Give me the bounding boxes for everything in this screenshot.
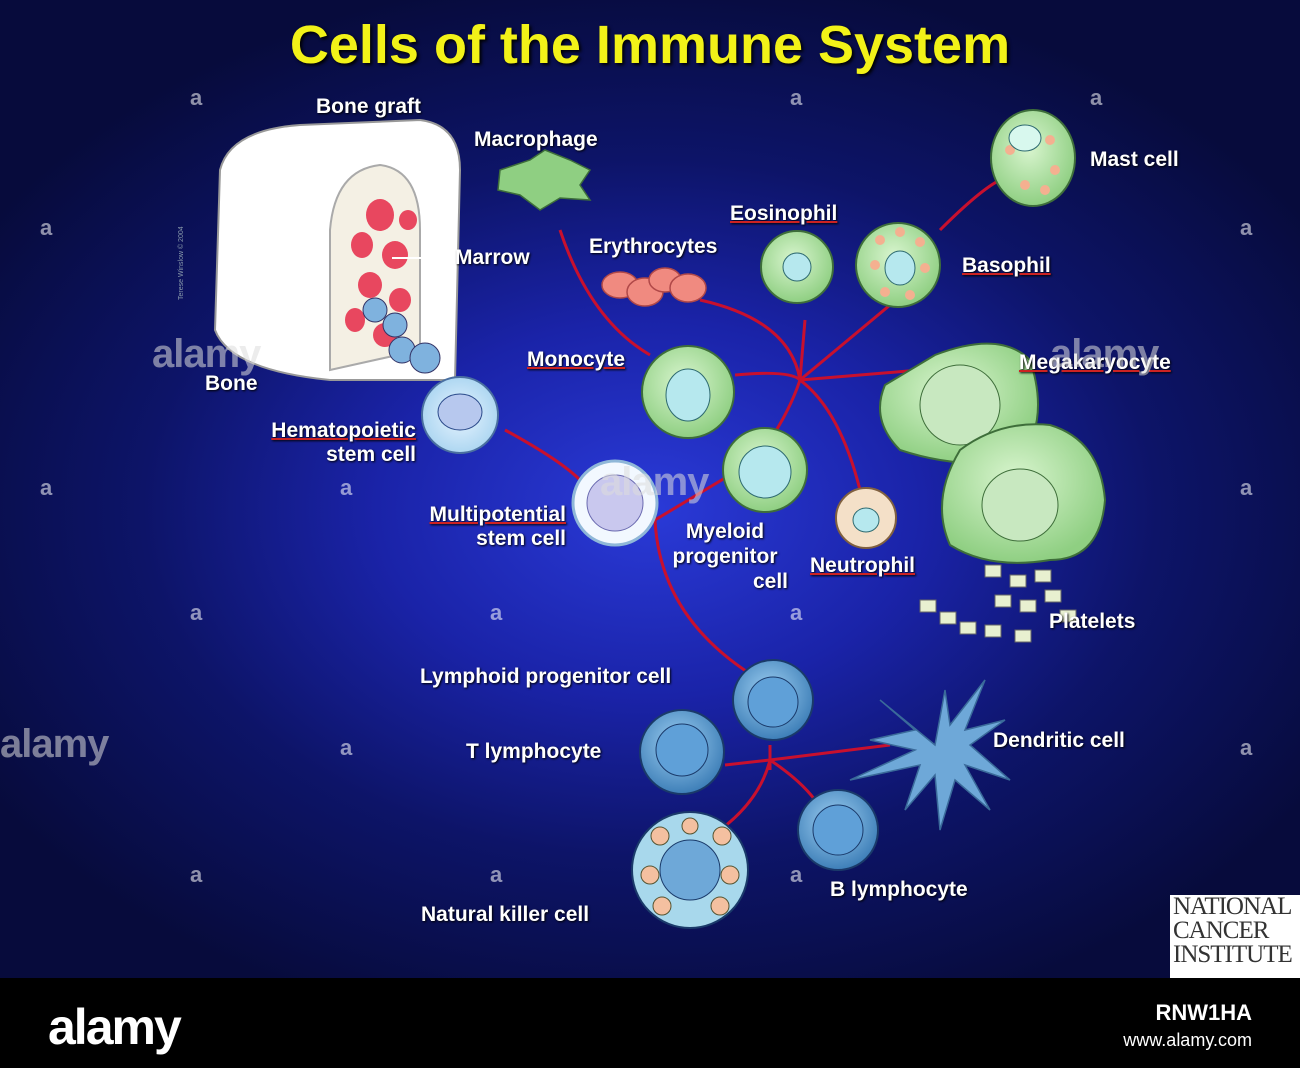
footer-bar <box>0 978 1300 1068</box>
macrophage <box>497 149 592 211</box>
watermark-a: a <box>340 735 353 760</box>
label-hematopoietic: Hematopoietic <box>271 419 416 442</box>
multipotential-stem-cell <box>571 459 659 547</box>
label-b-lymphocyte: B lymphocyte <box>830 878 968 901</box>
footer-logo: alamy <box>48 999 182 1055</box>
footer-url: www.alamy.com <box>1123 1030 1252 1050</box>
label-bone: Bone <box>205 372 258 395</box>
watermark-a: a <box>40 475 53 500</box>
nci-logo-line: NATIONAL <box>1173 893 1292 920</box>
watermark-a: a <box>1240 215 1253 240</box>
t-lymphocyte <box>639 709 725 795</box>
nci-logo-line: INSTITUTE <box>1173 941 1293 968</box>
mast-cell <box>990 109 1076 207</box>
nci-logo: NATIONAL CANCER INSTITUTE <box>1170 893 1300 978</box>
monocyte <box>641 345 735 439</box>
watermark-a: a <box>40 215 53 240</box>
label-myeloid-3: cell <box>752 570 788 593</box>
label-marrow: Marrow <box>455 246 530 269</box>
label-multipotential: Multipotential <box>429 503 566 526</box>
hematopoietic-stem-cell <box>421 376 499 454</box>
watermark-a: a <box>490 862 503 887</box>
label-myeloid: Myeloid <box>685 520 765 543</box>
erythrocytes <box>601 267 707 307</box>
watermark-a: a <box>790 862 803 887</box>
eosinophil <box>760 230 834 304</box>
watermark-a: a <box>190 862 203 887</box>
label-hematopoietic-2: stem cell <box>326 443 416 466</box>
watermark-right: alamy <box>1050 332 1159 376</box>
neutrophil <box>835 487 897 549</box>
watermark-a: a <box>340 475 353 500</box>
label-neutrophil: Neutrophil <box>810 554 915 577</box>
watermark-left: alamy <box>0 722 109 766</box>
watermark-a: a <box>1090 85 1103 110</box>
watermark-a: a <box>790 85 803 110</box>
watermark-upper: alamy <box>152 332 261 376</box>
watermark-a: a <box>1240 735 1253 760</box>
label-macrophage: Macrophage <box>474 128 598 151</box>
myeloid-progenitor-cell <box>722 427 808 513</box>
b-lymphocyte <box>797 789 879 871</box>
label-bone-graft: Bone graft <box>316 95 421 118</box>
slide-background: Cells of the Immune System Terese Winslo… <box>0 0 1300 978</box>
lineage-lines <box>504 178 1001 832</box>
page-title: Cells of the Immune System <box>289 15 1011 75</box>
megakaryocyte <box>879 342 1107 564</box>
bone-graft <box>213 118 462 381</box>
label-monocyte: Monocyte <box>527 348 626 371</box>
label-platelets: Platelets <box>1049 610 1136 633</box>
label-eosinophil: Eosinophil <box>730 202 838 225</box>
basophil <box>855 222 941 308</box>
watermark-a: a <box>190 85 203 110</box>
label-megakaryocyte: Megakaryocyte <box>1019 351 1171 374</box>
label-myeloid-2: progenitor <box>672 545 778 568</box>
label-natural-killer-cell: Natural killer cell <box>421 903 590 926</box>
diagram-art <box>213 109 1107 929</box>
label-mast-cell: Mast cell <box>1090 148 1179 171</box>
watermark-a: a <box>490 600 503 625</box>
natural-killer-cell <box>631 811 749 929</box>
footer-image-id: RNW1HA <box>1155 1000 1252 1025</box>
watermark-a: a <box>790 600 803 625</box>
watermark-a: a <box>190 600 203 625</box>
label-t-lymphocyte: T lymphocyte <box>466 740 602 763</box>
lymphoid-progenitor-cell <box>732 659 814 741</box>
label-multipotential-2: stem cell <box>476 527 566 550</box>
nci-logo-line: CANCER <box>1173 917 1269 944</box>
watermark-center: alamy <box>600 460 709 504</box>
artist-credit: Terese Winslow © 2004 <box>178 226 185 300</box>
dendritic-cell <box>849 679 1011 831</box>
watermark-a: a <box>1240 475 1253 500</box>
platelets <box>919 564 1077 643</box>
label-erythrocytes: Erythrocytes <box>589 235 718 258</box>
label-dendritic-cell: Dendritic cell <box>993 729 1125 752</box>
label-lymphoid-progenitor: Lymphoid progenitor cell <box>420 665 672 688</box>
label-basophil: Basophil <box>962 254 1051 277</box>
